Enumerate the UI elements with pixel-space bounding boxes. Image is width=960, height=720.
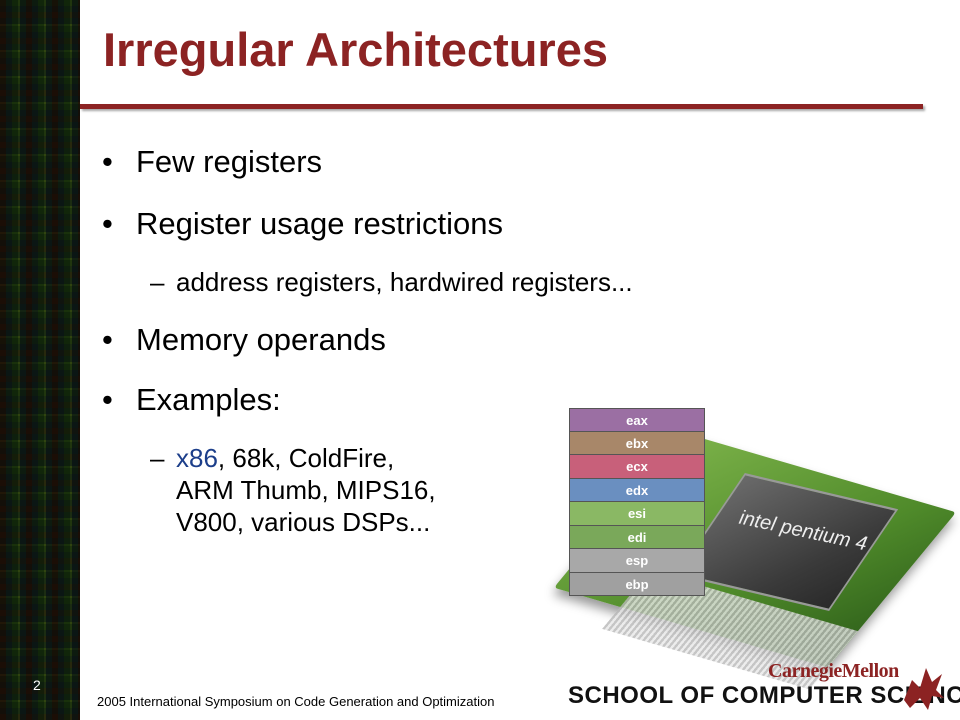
register-esp: esp xyxy=(569,549,705,573)
title-underline xyxy=(80,104,923,109)
bullet-item: •Few registers xyxy=(102,144,323,179)
register-ebx: ebx xyxy=(569,431,705,455)
university-logo-text: CarnegieMellon xyxy=(768,660,899,682)
slide-title: Irregular Architectures xyxy=(103,23,608,76)
register-edx: edx xyxy=(569,478,705,502)
register-ebp: ebp xyxy=(569,572,705,596)
school-name: SCHOOL OF COMPUTER SCIENCE xyxy=(568,682,960,709)
slide-number: 2 xyxy=(33,677,41,693)
bullet-item: •Examples: xyxy=(102,382,281,417)
sub-bullet-item: –address registers, hardwired registers.… xyxy=(150,267,633,297)
x86-highlight: x86 xyxy=(176,443,218,473)
register-esi: esi xyxy=(569,502,705,526)
footer-text: 2005 International Symposium on Code Gen… xyxy=(97,694,495,709)
plaid-border xyxy=(0,0,80,720)
bullet-item: •Memory operands xyxy=(102,322,386,357)
bullet-item: •Register usage restrictions xyxy=(102,206,503,241)
register-edi: edi xyxy=(569,525,705,549)
sub-bullet-item: –x86, 68k, ColdFire, ARM Thumb, MIPS16, … xyxy=(150,443,436,537)
register-eax: eax xyxy=(569,408,705,432)
dragon-icon xyxy=(904,668,944,710)
register-ecx: ecx xyxy=(569,455,705,479)
